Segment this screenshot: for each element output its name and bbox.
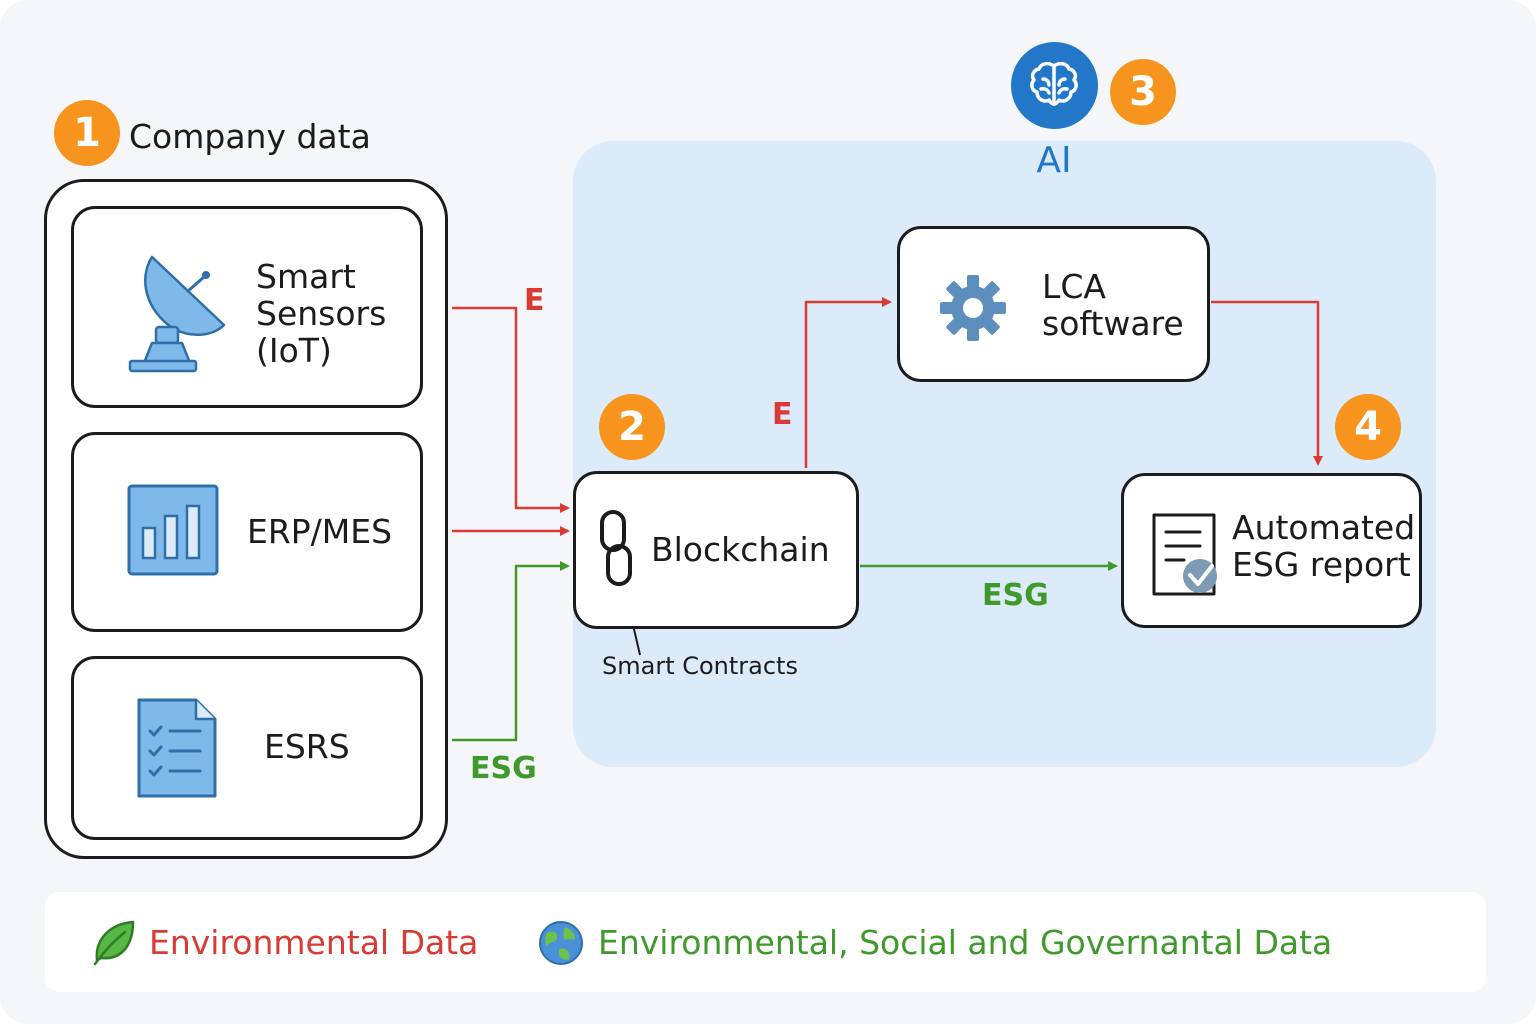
lca-software-label: LCA software (1042, 267, 1184, 343)
gear-icon (940, 275, 1006, 341)
legend: Environmental Data Environmental, Social… (45, 892, 1486, 992)
esrs-card: ESRS (71, 656, 423, 840)
ai-label: AI (1036, 140, 1072, 181)
arrow-sensors-to-blockchain (452, 306, 570, 513)
lca-software-node: LCA software (897, 226, 1210, 382)
chain-link-icon (600, 510, 632, 586)
step-badge-4: 4 (1335, 394, 1401, 460)
company-data-title: Company data (129, 117, 371, 156)
smart-contracts-label: Smart Contracts (602, 652, 798, 680)
arrow-blockchain-to-lca (804, 297, 892, 468)
arrow-esrs-to-blockchain (452, 561, 570, 742)
esg-report-label: Automated ESG report (1232, 508, 1416, 584)
flow-label-sensors-e: E (524, 283, 545, 318)
smart-sensors-card: Smart Sensors (IoT) (71, 206, 423, 408)
erp-mes-label: ERP/MES (247, 512, 393, 551)
legend-esg-label: Environmental, Social and Governantal Da… (598, 923, 1333, 962)
legend-environmental-label: Environmental Data (149, 923, 479, 962)
brain-icon (1030, 61, 1078, 106)
checklist-document-icon (137, 698, 217, 798)
smart-sensors-label: Smart Sensors (IoT) (256, 257, 387, 370)
erp-mes-card: ERP/MES (71, 432, 423, 632)
step-badge-3: 3 (1110, 59, 1176, 125)
satellite-dish-icon (128, 255, 226, 373)
flow-label-report-esg: ESG (982, 578, 1049, 613)
bar-chart-icon (127, 484, 219, 576)
esg-report-node: Automated ESG report (1121, 473, 1422, 628)
arrow-lca-to-report (1211, 300, 1323, 466)
step-badge-2: 2 (599, 394, 665, 460)
flow-label-lca-e: E (772, 397, 793, 432)
esrs-label: ESRS (264, 727, 350, 766)
step-badge-1: 1 (54, 100, 120, 166)
leaf-icon (93, 920, 135, 966)
report-check-icon (1152, 513, 1217, 596)
flow-label-esrs-esg: ESG (470, 751, 537, 786)
ai-brain-badge (1011, 42, 1098, 129)
blockchain-label: Blockchain (651, 530, 830, 569)
blockchain-node: Blockchain (573, 471, 859, 629)
globe-icon (539, 921, 583, 965)
